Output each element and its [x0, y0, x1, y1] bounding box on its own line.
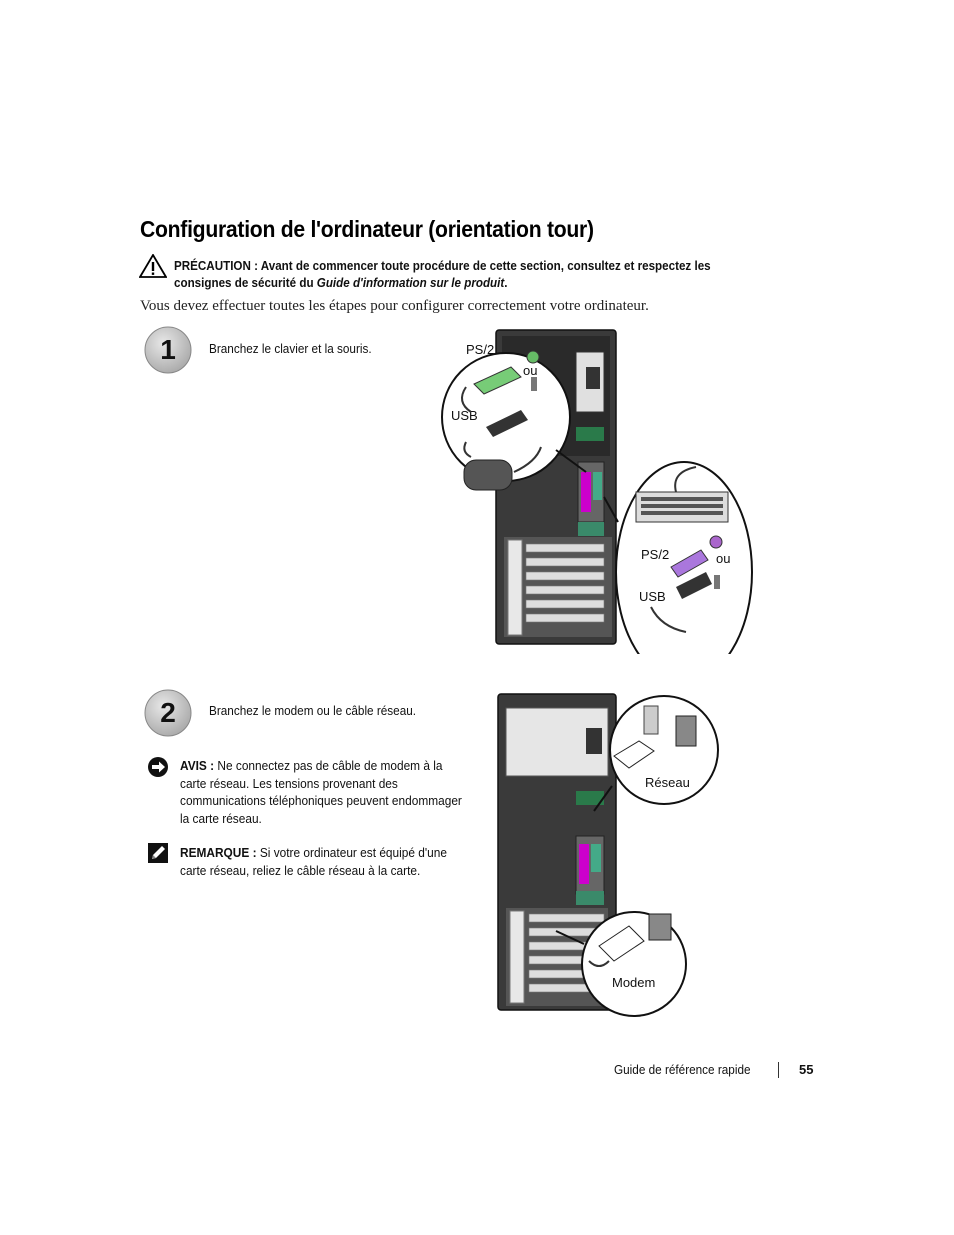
footer-title: Guide de référence rapide: [614, 1063, 751, 1077]
remark-text: REMARQUE : Si votre ordinateur est équip…: [180, 845, 465, 880]
pencil-note-icon: [148, 843, 168, 863]
warning-triangle-icon: [139, 254, 167, 278]
notice-arrow-icon: [148, 757, 168, 777]
label-ps2-b: PS/2: [641, 547, 669, 562]
caution-body: Avant de commencer toute procédure de ce…: [174, 259, 711, 290]
step-1-number: 1: [160, 334, 176, 365]
notice-label: AVIS :: [180, 759, 215, 773]
page-title: Configuration de l'ordinateur (orientati…: [140, 216, 594, 242]
label-ps2-a: PS/2: [466, 342, 494, 357]
caution-text: PRÉCAUTION : Avant de commencer toute pr…: [174, 259, 711, 290]
label-modem: Modem: [612, 975, 655, 990]
notice-body: Ne connectez pas de câble de modem à la …: [180, 759, 462, 826]
step-2-text: Branchez le modem ou le câble réseau.: [209, 704, 417, 718]
label-ou-a: ou: [523, 363, 537, 378]
page-number: 55: [799, 1062, 814, 1077]
label-usb-a: USB: [451, 408, 478, 423]
notice-text: AVIS : Ne connectez pas de câble de mode…: [180, 758, 465, 828]
label-usb-b: USB: [639, 589, 666, 604]
step-1-illustration: PS/2 ou USB PS/2 ou USB: [441, 329, 753, 654]
step-2-number: 2: [160, 697, 176, 728]
caution-label: PRÉCAUTION :: [174, 259, 258, 273]
intro-text: Vous devez effectuer toutes les étapes p…: [140, 298, 649, 314]
step-1-text: Branchez le clavier et la souris.: [209, 342, 372, 356]
label-network: Réseau: [645, 775, 690, 790]
remark-body: Si votre ordinateur est équipé d'une car…: [180, 846, 447, 878]
footer-separator: [778, 1062, 779, 1078]
remark-label: REMARQUE :: [180, 846, 257, 860]
label-ou-b: ou: [716, 551, 730, 566]
caution-link: Guide d'information sur le produit: [316, 276, 505, 290]
step-1-badge: 1: [144, 326, 192, 374]
step-2-illustration: Réseau Modem: [497, 693, 719, 1017]
step-2-badge: 2: [144, 689, 192, 737]
